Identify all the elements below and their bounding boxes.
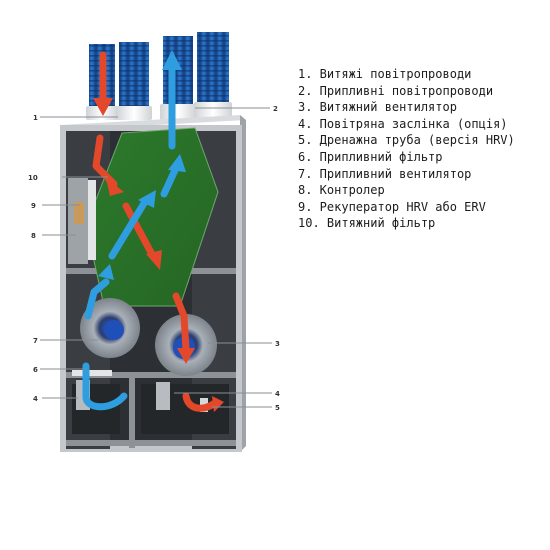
legend-item: 9. Рекуператор HRV або ERV bbox=[298, 199, 515, 216]
callout-4-right: 4 bbox=[275, 390, 280, 398]
callout-5: 5 bbox=[275, 404, 280, 412]
callout-7: 7 bbox=[33, 337, 38, 345]
callout-6: 6 bbox=[33, 366, 38, 374]
legend-item: 8. Контролер bbox=[298, 182, 515, 199]
callout-10: 10 bbox=[28, 174, 38, 182]
callout-2: 2 bbox=[273, 105, 278, 113]
legend-item: 6. Припливний фільтр bbox=[298, 149, 515, 166]
legend-item: 7. Припливний вентилятор bbox=[298, 166, 515, 183]
callout-3: 3 bbox=[275, 340, 280, 348]
legend-item: 4. Повітряна заслінка (опція) bbox=[298, 116, 515, 133]
component-legend: 1. Витяжі повітропроводи 2. Припливні по… bbox=[298, 66, 515, 232]
legend-item: 2. Припливні повітропроводи bbox=[298, 83, 515, 100]
callout-1: 1 bbox=[33, 114, 38, 122]
legend-item: 1. Витяжі повітропроводи bbox=[298, 66, 515, 83]
supply-filter bbox=[72, 370, 112, 376]
legend-item: 10. Витяжний фільтр bbox=[298, 215, 515, 232]
callout-9: 9 bbox=[31, 202, 36, 210]
legend-item: 3. Витяжний вентилятор bbox=[298, 99, 515, 116]
duct-2 bbox=[119, 42, 149, 108]
duct-3 bbox=[163, 36, 193, 108]
callout-8: 8 bbox=[31, 232, 36, 240]
exhaust-damper bbox=[156, 382, 170, 410]
exhaust-filter bbox=[88, 180, 96, 260]
duct-4 bbox=[197, 32, 229, 106]
legend-item: 5. Дренажна труба (версія HRV) bbox=[298, 132, 515, 149]
callout-4-left: 4 bbox=[33, 395, 38, 403]
